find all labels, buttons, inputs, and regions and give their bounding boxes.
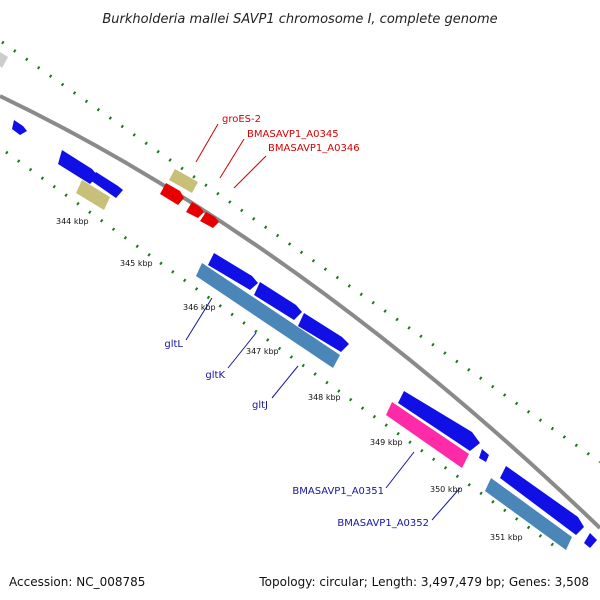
tick-dots-outer — [1, 40, 600, 464]
gene-forward-small-a — [479, 449, 489, 462]
gene-rna-1 — [76, 180, 110, 210]
gene-forward-a0353 — [500, 466, 584, 535]
tick-label: 346 kbp — [183, 303, 216, 312]
leader-a0345 — [219, 138, 245, 179]
tick-label: 350 kbp — [430, 485, 463, 494]
tick-label: 351 kbp — [490, 533, 523, 542]
gene-label-groES: groES-2 — [222, 114, 261, 125]
gene-label-a0346: BMASAVP1_A0346 — [268, 143, 360, 154]
gene-reverse-a0352 — [485, 478, 572, 550]
gene-forward-glt-2 — [254, 282, 302, 320]
tick-label: 347 kbp — [246, 347, 279, 356]
accession-text: Accession: NC_008785 — [9, 575, 145, 589]
gene-rna-groES — [169, 169, 198, 193]
gene-label-gltK: gltK — [205, 370, 225, 381]
gene-forward-2 — [90, 172, 123, 198]
gene-grey-fragment — [0, 52, 8, 68]
gene-forward-a0350 — [398, 391, 480, 451]
gene-red-a0346b — [200, 212, 219, 228]
gene-forward-glt-3 — [298, 313, 349, 352]
gene-forward-glt-1 — [208, 253, 258, 290]
gene-small-forward — [12, 120, 27, 135]
gene-label-a0345: BMASAVP1_A0345 — [247, 129, 339, 140]
gene-label-a0351: BMASAVP1_A0351 — [292, 486, 384, 497]
gene-red-a0345 — [160, 183, 184, 205]
tick-dots-inner — [5, 150, 561, 552]
gene-red-a0346a — [186, 202, 204, 218]
gene-label-gltJ: gltJ — [252, 400, 268, 411]
map-title: Burkholderia mallei SAVP1 chromosome I, … — [102, 12, 497, 27]
leader-gltJ — [271, 365, 299, 399]
leader-a0352 — [431, 487, 461, 521]
gene-forward-1 — [58, 150, 98, 184]
leader-gltL — [185, 297, 213, 341]
gene-highlight-a0351 — [386, 402, 469, 468]
tick-label: 344 kbp — [56, 217, 89, 226]
tick-label: 348 kbp — [308, 393, 341, 402]
gene-forward-small-b — [584, 533, 597, 548]
genome-backbone — [0, 94, 600, 530]
gene-label-a0352: BMASAVP1_A0352 — [337, 518, 429, 529]
gene-reverse-gltJ — [196, 263, 340, 368]
leader-gltK — [227, 332, 257, 369]
leader-groES — [195, 123, 219, 163]
topology-summary: Topology: circular; Length: 3,497,479 bp… — [258, 575, 589, 589]
leader-a0346 — [233, 155, 267, 189]
tick-label: 349 kbp — [370, 438, 403, 447]
tick-label: 345 kbp — [120, 259, 153, 268]
gene-label-gltL: gltL — [164, 339, 183, 350]
leader-a0351 — [385, 451, 415, 489]
